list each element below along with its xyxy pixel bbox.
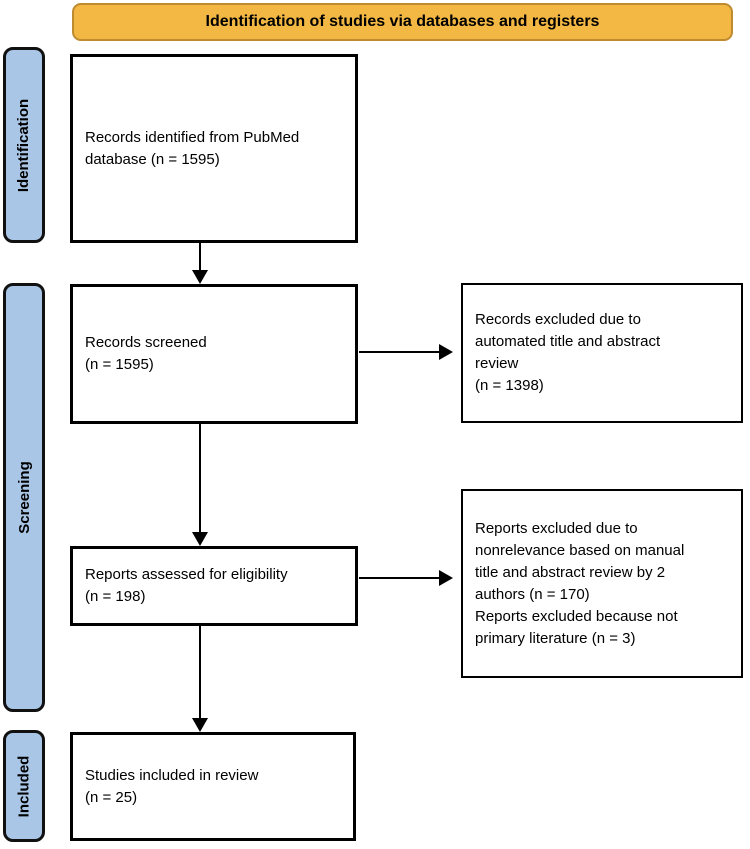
- arrow-identified-to-screened: [192, 243, 208, 284]
- stage-screening-label: Screening: [15, 461, 33, 534]
- box-records-excluded: Records excluded due to automated title …: [461, 283, 743, 423]
- stage-identification: Identification: [3, 47, 45, 243]
- box-reports-assessed-text: Reports assessed for eligibility (n = 19…: [85, 566, 288, 605]
- stage-identification-label: Identification: [15, 98, 33, 192]
- arrow-assessed-to-included: [192, 626, 208, 732]
- box-records-screened: Records screened (n = 1595): [70, 284, 358, 424]
- box-studies-included: Studies included in review (n = 25): [70, 732, 356, 841]
- stage-included-label: Included: [15, 755, 33, 817]
- stage-included: Included: [3, 730, 45, 842]
- banner-label: Identification of studies via databases …: [205, 13, 600, 30]
- banner: Identification of studies via databases …: [72, 3, 733, 41]
- arrow-screened-to-excluded: [359, 344, 453, 360]
- box-records-identified: Records identified from PubMed database …: [70, 54, 358, 243]
- box-reports-excluded: Reports excluded due to nonrelevance bas…: [461, 489, 743, 678]
- box-reports-excluded-text: Reports excluded due to nonrelevance bas…: [475, 519, 685, 647]
- box-records-excluded-text: Records excluded due to automated title …: [475, 311, 661, 394]
- arrow-assessed-to-excluded: [359, 570, 453, 586]
- arrow-screened-to-assessed: [192, 424, 208, 546]
- box-records-identified-text: Records identified from PubMed database …: [85, 128, 300, 168]
- stage-screening: Screening: [3, 283, 45, 712]
- box-records-screened-text: Records screened (n = 1595): [85, 334, 207, 373]
- box-reports-assessed: Reports assessed for eligibility (n = 19…: [70, 546, 358, 626]
- box-studies-included-text: Studies included in review (n = 25): [85, 766, 259, 806]
